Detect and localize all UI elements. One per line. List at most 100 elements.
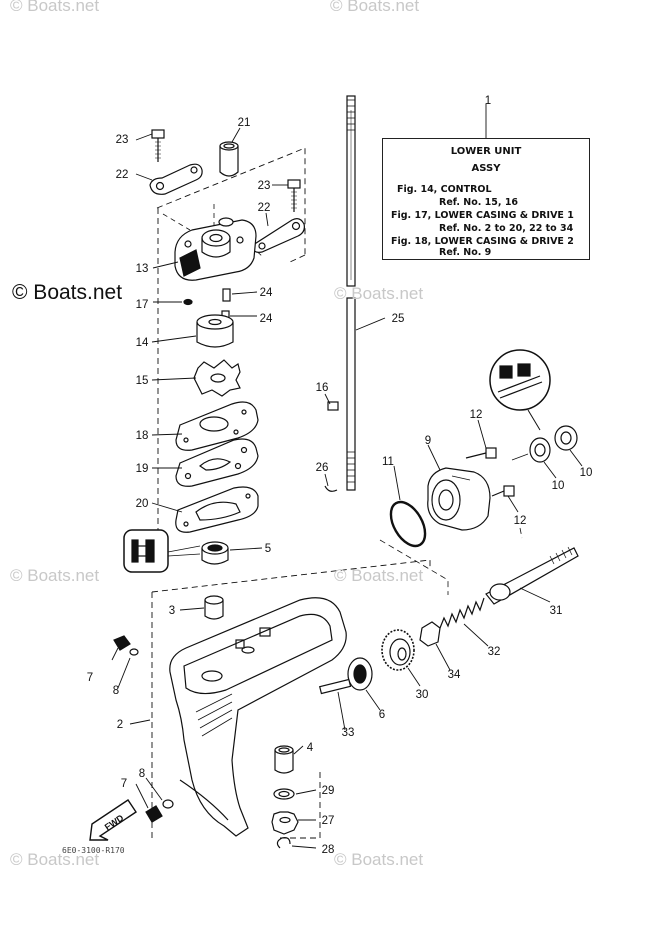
callout-26: 26 bbox=[316, 462, 329, 474]
drive-shaft bbox=[346, 95, 356, 491]
sleeve-21 bbox=[219, 141, 239, 177]
pump-housing-13 bbox=[174, 217, 257, 281]
bearing-housing-9 bbox=[427, 467, 491, 531]
clutch-34 bbox=[419, 621, 441, 647]
dowel-24-upper bbox=[222, 288, 231, 302]
callout-12-lower: 12 bbox=[514, 515, 527, 527]
propeller-shaft-31 bbox=[485, 546, 579, 605]
callout-7-upper: 7 bbox=[87, 672, 93, 684]
washer-17 bbox=[183, 298, 193, 306]
o-ring-11 bbox=[389, 500, 427, 548]
callout-28: 28 bbox=[322, 844, 335, 856]
oil-seal-5 bbox=[201, 541, 229, 565]
callout-29: 29 bbox=[322, 785, 335, 797]
watermark-top-left: © Boats.net bbox=[10, 0, 100, 15]
legend-line-5: Fig. 18, LOWER CASING & DRIVE 2 bbox=[391, 236, 574, 247]
spring-32 bbox=[439, 597, 485, 629]
callout-20: 20 bbox=[136, 498, 149, 510]
callout-23-upper: 23 bbox=[116, 134, 129, 146]
bearing-6 bbox=[347, 657, 373, 691]
bolt-23-left bbox=[151, 129, 165, 162]
shaft-pin bbox=[327, 401, 339, 411]
watermark-mid-middle: © Boats.net bbox=[334, 284, 424, 303]
plug-7-upper bbox=[113, 635, 131, 651]
fwd-arrow bbox=[89, 799, 137, 841]
legend-box: LOWER UNIT ASSY Fig. 14, CONTROL Ref. No… bbox=[382, 138, 590, 260]
callout-5: 5 bbox=[265, 543, 271, 555]
bearing-10-right bbox=[554, 425, 578, 451]
legend-title-line2: ASSY bbox=[471, 163, 501, 174]
callout-31: 31 bbox=[550, 605, 563, 617]
impeller-15 bbox=[193, 359, 241, 397]
plug-7-lower bbox=[145, 805, 163, 823]
gasket-18 bbox=[175, 401, 259, 451]
legend-line-2: Ref. No. 15, 16 bbox=[439, 197, 519, 208]
watermark-lower-left: © Boats.net bbox=[10, 566, 100, 585]
circlip bbox=[324, 485, 338, 492]
legend-line-1: Fig. 14, CONTROL bbox=[397, 184, 492, 195]
lower-casing-bracket bbox=[151, 559, 431, 839]
callout-11: 11 bbox=[382, 456, 394, 468]
washer-29 bbox=[273, 788, 295, 800]
plate-19 bbox=[175, 438, 259, 487]
callout-12-upper: 12 bbox=[470, 409, 483, 421]
legend-line-3: Fig. 17, LOWER CASING & DRIVE 1 bbox=[391, 210, 574, 221]
callout-22-upper: 22 bbox=[116, 169, 129, 181]
bolt-23-right bbox=[287, 179, 301, 212]
callout-9: 9 bbox=[425, 435, 431, 447]
gear-30 bbox=[381, 629, 415, 671]
callout-19: 19 bbox=[136, 463, 149, 475]
callout-13: 13 bbox=[136, 263, 149, 275]
legend-line-6: Ref. No. 9 bbox=[439, 247, 492, 258]
callout-22-lower: 22 bbox=[258, 202, 271, 214]
callout-18: 18 bbox=[136, 430, 149, 442]
callout-23-lower: 23 bbox=[258, 180, 271, 192]
bushing-3 bbox=[204, 595, 224, 620]
bearing-10-left bbox=[529, 437, 551, 463]
watermark-main: © Boats.net bbox=[12, 281, 123, 304]
washer-8-upper bbox=[129, 648, 139, 656]
callout-15: 15 bbox=[136, 375, 149, 387]
pin-33 bbox=[318, 678, 352, 695]
watermark-bottom-middle: © Boats.net bbox=[334, 850, 424, 869]
callout-6: 6 bbox=[379, 709, 385, 721]
lever-plate-22-upper bbox=[149, 163, 203, 195]
bearing-detail-inset bbox=[489, 349, 551, 431]
callout-24-lower: 24 bbox=[260, 313, 273, 325]
watermark-bottom-left: © Boats.net bbox=[10, 850, 100, 869]
callout-8-upper: 8 bbox=[113, 685, 119, 697]
bushing-4 bbox=[274, 745, 294, 774]
callout-8-lower: 8 bbox=[139, 768, 145, 780]
callout-numbers: 1 2 3 4 5 6 7 7 8 8 9 10 10 11 12 12 13 … bbox=[87, 95, 593, 856]
callout-32: 32 bbox=[488, 646, 501, 658]
callout-10-right: 10 bbox=[580, 467, 593, 479]
gasket-20 bbox=[175, 486, 259, 533]
watermark-lower-middle: © Boats.net bbox=[334, 566, 424, 585]
washer-8-lower bbox=[162, 799, 174, 809]
callout-14: 14 bbox=[136, 337, 149, 349]
catalog-code: 6E0-3100-R170 bbox=[62, 846, 125, 855]
callout-4: 4 bbox=[307, 742, 314, 754]
callout-27: 27 bbox=[322, 815, 335, 827]
lever-plate-22-lower bbox=[252, 218, 305, 253]
legend-line-4: Ref. No. 2 to 20, 22 to 34 bbox=[439, 223, 574, 234]
pinion-27 bbox=[271, 811, 299, 835]
callout-2: 2 bbox=[117, 719, 123, 731]
bolt-12-lower bbox=[491, 485, 515, 497]
bolt-12-upper bbox=[465, 447, 497, 459]
housing-bracket-dashed bbox=[156, 147, 306, 530]
callout-17: 17 bbox=[136, 299, 149, 311]
callout-16: 16 bbox=[316, 382, 329, 394]
seal-detail-inset bbox=[123, 529, 169, 573]
clip-28 bbox=[276, 837, 291, 849]
insert-14 bbox=[196, 314, 234, 348]
lower-casing-2 bbox=[169, 597, 347, 837]
callout-34: 34 bbox=[448, 669, 461, 681]
legend-title-line1: LOWER UNIT bbox=[450, 146, 522, 157]
callout-21: 21 bbox=[238, 117, 251, 129]
callout-7-lower: 7 bbox=[121, 778, 127, 790]
callout-25: 25 bbox=[392, 313, 405, 325]
callout-30: 30 bbox=[416, 689, 429, 701]
callout-33: 33 bbox=[342, 727, 355, 739]
